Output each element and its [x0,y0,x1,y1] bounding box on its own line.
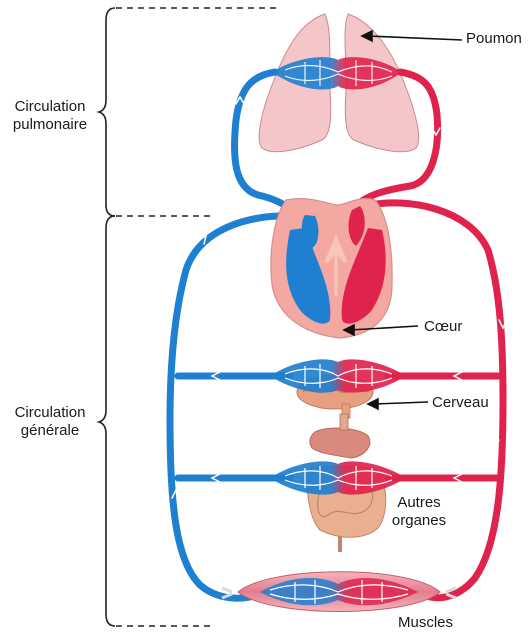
systemic-label-line2: générale [8,422,92,440]
muscles-label: Muscles [398,614,453,632]
pulmonary-bracket [99,8,115,216]
flow-arrow-icon [491,440,499,448]
heart-label: Cœur [424,318,462,336]
pulmonary-circulation-label: Circulation pulmonaire [8,98,92,134]
other-organs-line1: Autres [388,494,450,512]
other-organs-line2: organes [388,512,450,530]
other-organs-label: Autres organes [388,494,450,530]
bracket-dashed-lines [116,8,280,626]
pulmonary-label-line1: Circulation [8,98,92,116]
organs-circuit [178,461,500,494]
brain-circuit [178,359,500,392]
muscle-bundle [222,572,456,612]
heart [271,199,392,338]
systemic-circulation-label: Circulation générale [8,404,92,440]
systemic-label-line1: Circulation [8,404,92,422]
systemic-bracket [99,216,115,626]
pulmonary-label-line2: pulmonaire [8,116,92,134]
brain-label: Cerveau [432,394,489,412]
lung-label: Poumon [466,30,522,48]
arrowhead-icon [368,399,378,409]
